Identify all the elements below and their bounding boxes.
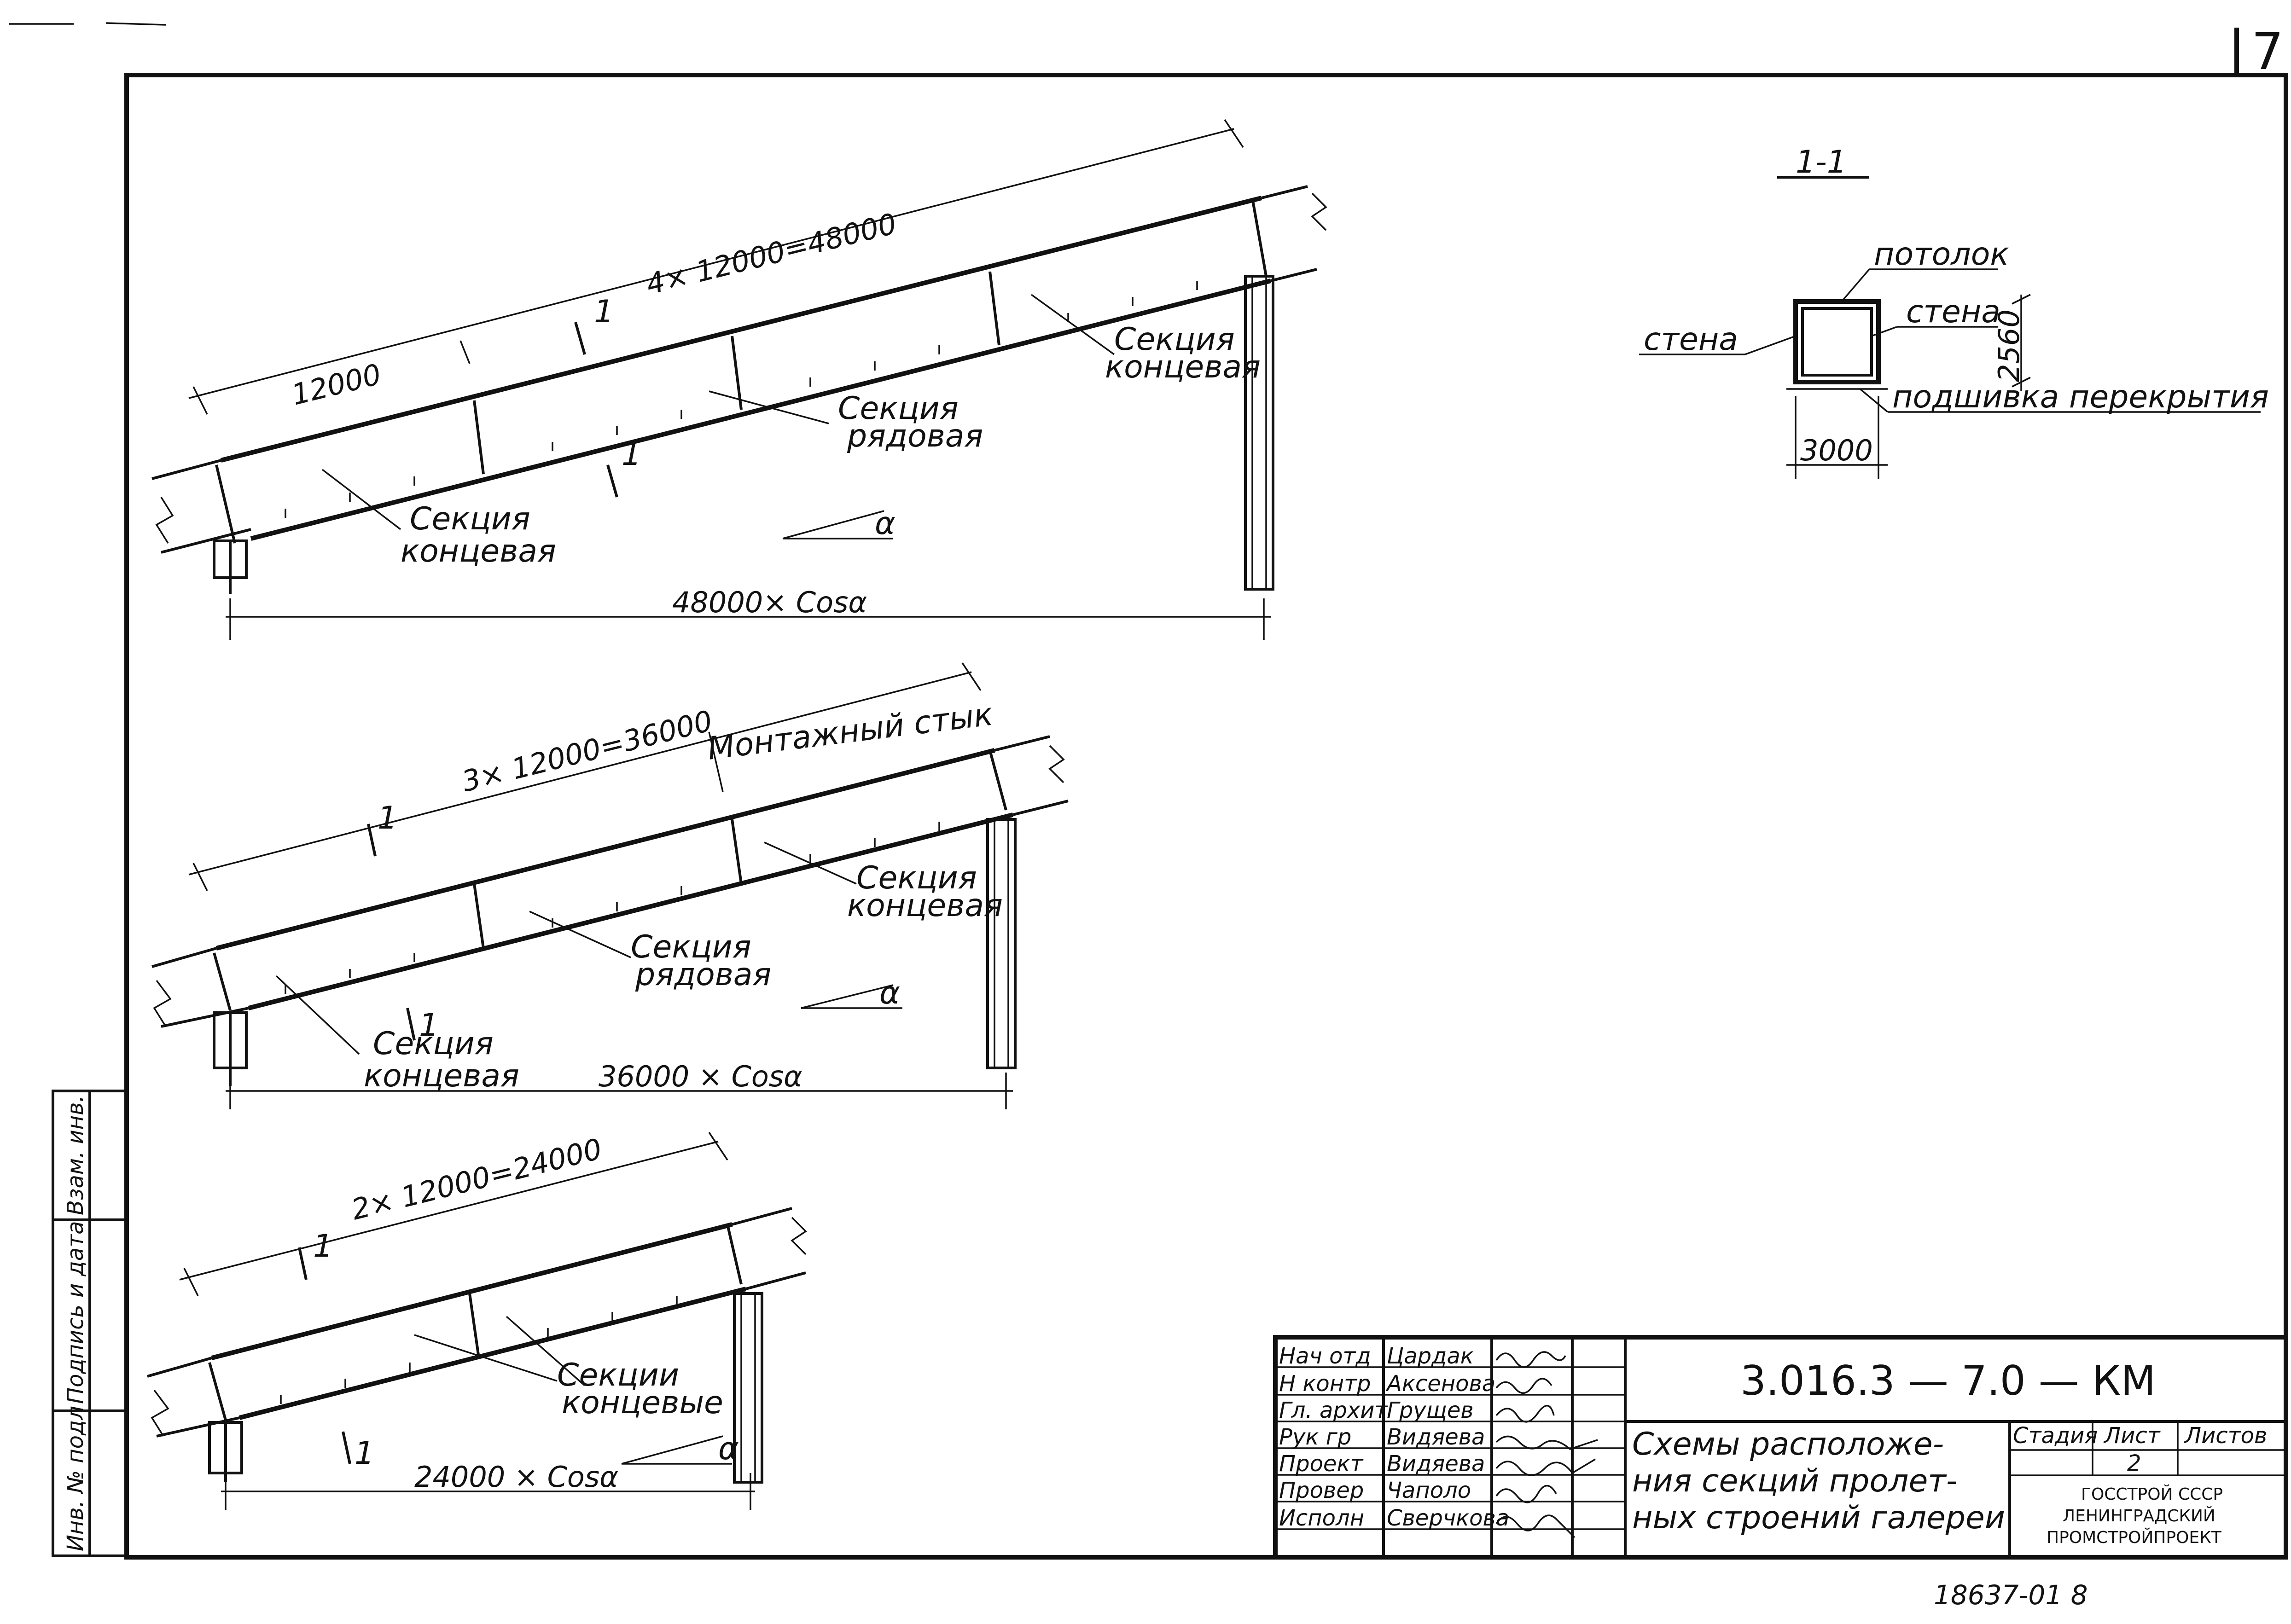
role-name-4: Видяева	[1387, 1424, 1485, 1450]
footer-number: 18637-01 8	[1934, 1579, 2088, 1611]
span-36-label-1-line1: Секция	[373, 1026, 494, 1062]
span-24-diagram	[147, 1132, 807, 1510]
section-dim-height: 2560	[1992, 309, 2026, 382]
section-label-lining: подшивка перекрытия	[1892, 379, 2269, 415]
title-block-title-line2: ния секций пролет-	[1632, 1463, 1957, 1499]
role-label-1: Нач отд	[1279, 1343, 1371, 1369]
span-24-cut-mark-1: 1	[313, 1228, 333, 1264]
role-name-3: Грущев	[1387, 1398, 1474, 1423]
span-36-overall-dim: 3× 12000=36000	[459, 704, 716, 799]
section-label-wall-right: стена	[1906, 294, 2000, 330]
role-label-7: Исполн	[1279, 1505, 1364, 1531]
role-name-6: Чаполо	[1387, 1478, 1471, 1503]
side-stamp-signature-date: Подпись и дата	[63, 1221, 88, 1404]
role-name-7: Сверчкова	[1387, 1505, 1509, 1531]
span-24-overall-dim: 2× 12000=24000	[348, 1132, 605, 1227]
span-36-label-2-line2: рядовая	[635, 957, 771, 993]
title-block-title-line1: Схемы расположе-	[1632, 1426, 1944, 1462]
title-block-sheets-header: Листов	[2184, 1423, 2267, 1449]
span-24-label-1-line1: Секции	[557, 1357, 679, 1393]
side-stamp	[52, 1090, 128, 1557]
span-36-angle-symbol: α	[879, 975, 900, 1011]
role-label-3: Гл. архит	[1279, 1398, 1388, 1423]
role-name-1: Цардак	[1387, 1343, 1474, 1369]
span-48-diagram	[151, 119, 1327, 640]
role-label-2: Н контр	[1279, 1371, 1371, 1397]
span-36-joint-label: Монтажный стык	[705, 696, 994, 767]
section-label-ceiling: потолок	[1874, 236, 2009, 273]
title-block-org-1: ГОССТРОЙ СССР	[2081, 1485, 2223, 1504]
span-36-label-1-line2: концевая	[364, 1058, 519, 1094]
span-48-overall-dim: 4× 12000=48000	[643, 207, 900, 302]
span-48-horizontal-dim: 48000× Cosα	[672, 586, 867, 619]
span-36-label-2-line1: Секция	[631, 929, 751, 965]
section-1-1	[1639, 176, 2261, 479]
span-48-label-1-line2: концевая	[401, 533, 556, 569]
span-48-cut-mark-2: 1	[622, 436, 641, 473]
role-label-6: Провер	[1279, 1478, 1364, 1503]
span-48-label-2-line2: рядовая	[847, 418, 983, 454]
span-24-horizontal-dim: 24000 × Cosα	[414, 1460, 618, 1494]
span-36-cut-mark-2: 1	[419, 1007, 439, 1044]
span-36-diagram	[151, 662, 1069, 1109]
span-24-label-1-line2: концевые	[562, 1385, 723, 1421]
role-name-5: Видяева	[1387, 1451, 1485, 1477]
title-block-org-2: ЛЕНИНГРАДСКИЙ	[2063, 1506, 2215, 1525]
title-block-org-3: ПРОМСТРОЙПРОЕКТ	[2047, 1528, 2222, 1547]
span-36-cut-mark-1: 1	[378, 800, 397, 836]
side-stamp-inv-original: Инв. № подл	[63, 1406, 88, 1551]
span-24-angle-symbol: α	[718, 1431, 739, 1467]
section-dim-width: 3000	[1800, 434, 1873, 467]
title-block-stage-header: Стадия	[2013, 1423, 2098, 1449]
role-label-4: Рук гр	[1279, 1424, 1351, 1450]
span-48-label-1-line1: Секция	[410, 501, 530, 537]
page-number: 7	[2251, 22, 2284, 81]
title-block-title-line3: ных строений галереи	[1632, 1500, 2005, 1536]
span-36-horizontal-dim: 36000 × Cosα	[599, 1060, 802, 1093]
section-title: 1-1	[1796, 144, 1847, 180]
span-24-cut-mark-2: 1	[355, 1435, 374, 1472]
span-48-angle-symbol: α	[875, 505, 895, 542]
title-block-sheet-header: Лист	[2103, 1423, 2161, 1449]
span-48-label-3-line1: Секция	[1114, 321, 1235, 358]
span-48-cut-mark-1: 1	[594, 294, 614, 330]
side-stamp-replacement-inv: Взам. инв.	[63, 1095, 88, 1215]
span-36-label-3-line2: концевая	[847, 887, 1003, 924]
section-label-wall-left: стена	[1644, 321, 1738, 358]
role-label-5: Проект	[1279, 1451, 1364, 1477]
title-block-sheet-value: 2	[2127, 1450, 2141, 1476]
sheet-frame	[9, 22, 2288, 1560]
span-48-section-dim: 12000	[288, 357, 384, 412]
role-name-2: Аксенова	[1385, 1371, 1495, 1397]
title-block-code: 3.016.3 — 7.0 — КМ	[1740, 1357, 2156, 1404]
span-48-label-2-line1: Секция	[838, 390, 959, 427]
span-48-label-3-line2: концевая	[1105, 349, 1261, 385]
signature-marks	[1495, 1351, 1598, 1538]
span-36-label-3-line1: Секция	[856, 860, 977, 896]
